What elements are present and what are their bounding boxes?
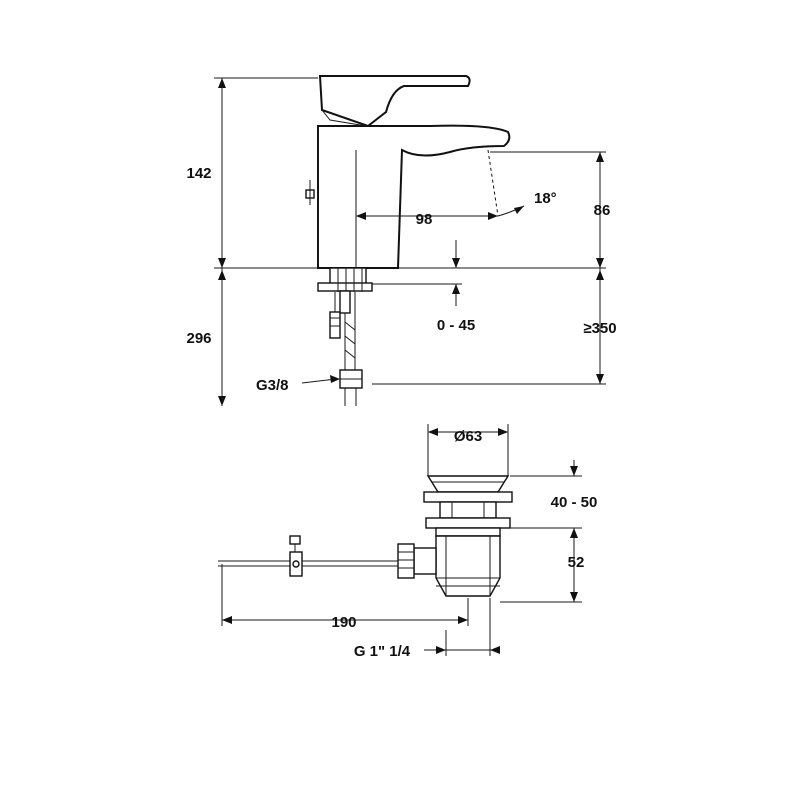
dim-deck-thickness: [372, 240, 462, 306]
dim-height-total: [214, 77, 318, 268]
waste-body: [397, 535, 501, 597]
waste-plug: [423, 475, 513, 537]
dim-diameter: [427, 424, 509, 476]
label-rod-length: 190: [331, 614, 356, 631]
label-adjust-range: 40 - 50: [551, 494, 598, 511]
dim-rod-length: [221, 564, 469, 626]
label-connection-thread: G3/8: [256, 377, 289, 394]
label-spout-height: 86: [594, 202, 611, 219]
popup-linkage: [218, 535, 398, 577]
label-height-total: 142: [186, 165, 211, 182]
label-spout-reach: 98: [416, 211, 433, 228]
label-outlet-thread: G 1" 1/4: [354, 643, 411, 660]
faucet-body: [317, 124, 511, 269]
dim-adjust-range: [510, 460, 582, 602]
dim-spout-height: [490, 151, 606, 268]
connection-leader: [301, 375, 340, 384]
mounting-assembly: [317, 267, 373, 406]
dim-outlet-thread: [424, 598, 500, 656]
dim-spout-reach: [356, 212, 498, 220]
dim-body-height: [500, 592, 582, 603]
lever-handle: [318, 75, 471, 128]
label-diameter: Ø63: [454, 428, 482, 445]
waste-drawing: Ø63: [218, 424, 597, 660]
dim-clearance: [372, 268, 606, 385]
label-spout-angle: 18°: [534, 190, 557, 207]
label-body-height: 52: [568, 554, 585, 571]
label-deck-thickness: 0 - 45: [437, 317, 475, 334]
faucet-drawing: 142 296 98 18°: [186, 75, 617, 406]
label-hose-length: 296: [186, 330, 211, 347]
label-clearance: ≥350: [583, 320, 616, 337]
dim-hose-length: [218, 268, 226, 406]
